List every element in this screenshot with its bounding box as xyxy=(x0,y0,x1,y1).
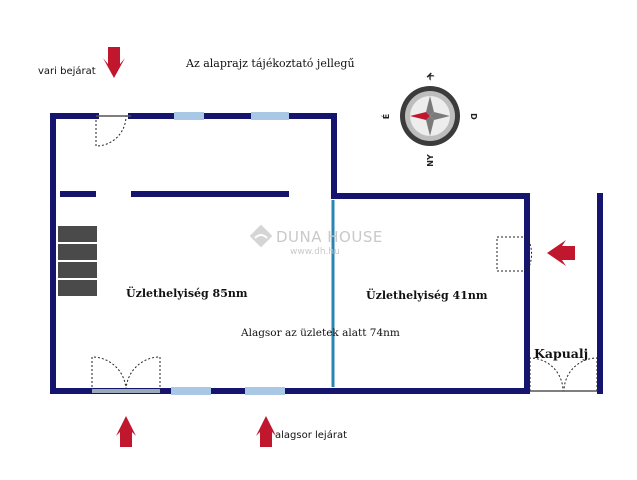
stair-step xyxy=(58,280,97,296)
stair-step xyxy=(58,262,97,278)
compass-icon xyxy=(400,86,460,146)
stair-step xyxy=(58,226,97,242)
door-front-left xyxy=(91,356,127,392)
arrow-up-icon xyxy=(256,416,276,447)
doors xyxy=(91,115,598,393)
window xyxy=(245,387,285,395)
door-front-right xyxy=(125,356,161,392)
room-label-shop-large: Üzlethelyiség 85nm xyxy=(126,287,248,300)
window xyxy=(171,387,211,395)
door-side xyxy=(496,236,533,272)
window xyxy=(174,112,204,120)
stair-step xyxy=(58,244,97,260)
door-gate-left xyxy=(529,357,564,392)
room-label-basement: Alagsor az üzletek alatt 74nm xyxy=(241,327,400,339)
compass-west-label: É xyxy=(382,113,392,120)
watermark-logo-icon xyxy=(249,224,273,248)
watermark-url: www.dh.hu xyxy=(290,247,340,257)
stairs xyxy=(58,226,97,296)
basement-entrance-label: alagsor lejárat xyxy=(275,430,347,441)
arrow-left-icon xyxy=(547,240,575,266)
watermark-brand: DUNA HOUSE xyxy=(276,228,383,246)
compass-south-label: NY xyxy=(425,154,435,167)
arrow-up-icon xyxy=(116,416,136,447)
rear-entrance-label: vari bejárat xyxy=(38,66,96,77)
door-gate-right xyxy=(563,357,598,392)
arrows xyxy=(103,47,575,447)
compass-east-label: D xyxy=(468,113,478,120)
windows xyxy=(171,112,289,395)
gateway-label: Kapualj xyxy=(534,346,589,361)
room-label-shop-small: Üzlethelyiség 41nm xyxy=(366,289,488,302)
disclaimer-text: Az alaprajz tájékoztató jellegű xyxy=(186,57,355,70)
walls xyxy=(50,113,603,394)
arrow-down-icon xyxy=(103,47,125,78)
door-rear xyxy=(95,115,127,147)
window xyxy=(251,112,289,120)
